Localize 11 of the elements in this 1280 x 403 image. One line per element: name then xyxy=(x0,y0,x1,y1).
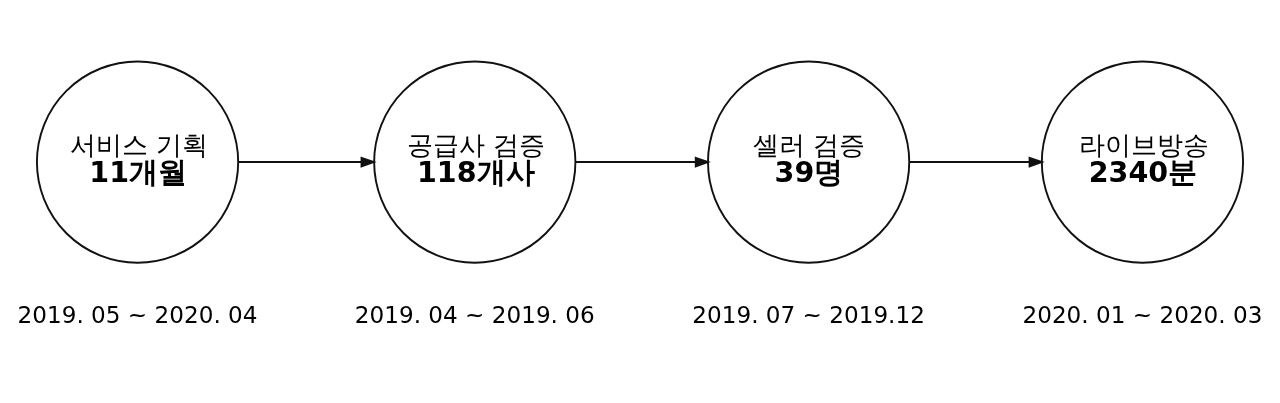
node-label: 2020. 01 ~ 2020. 03 xyxy=(1022,301,1263,328)
node-circle: 공급사 검증 118개사 xyxy=(373,60,577,264)
arrow xyxy=(908,156,1045,168)
node-circle: 셀러 검증 39명 xyxy=(707,60,911,264)
node-label: 2019. 04 ~ 2019. 06 xyxy=(354,301,595,328)
arrow xyxy=(574,156,711,168)
arrow xyxy=(237,156,377,168)
node-label: 2019. 07 ~ 2019.12 xyxy=(692,301,925,328)
node-label: 2019. 05 ~ 2020. 04 xyxy=(17,301,258,328)
node-circle: 서비스 기획 11개월 xyxy=(35,60,240,264)
node-circle: 라이브방송 2340분 xyxy=(1040,60,1245,264)
